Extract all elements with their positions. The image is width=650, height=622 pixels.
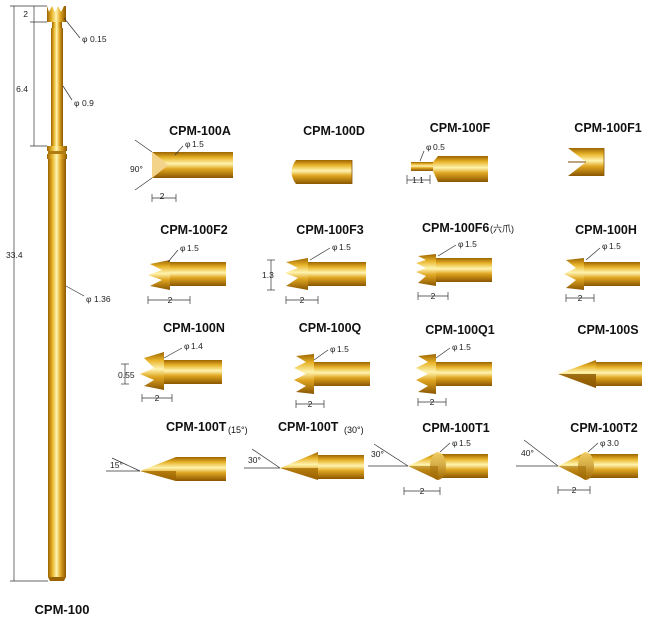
dim-diameter: 1.5 xyxy=(465,239,477,249)
tip-cpm-100f2: CPM-100F2 φ 1.5 2 xyxy=(147,223,228,305)
dim-phi-icon: φ xyxy=(82,34,88,44)
dim-diameter: 3.0 xyxy=(607,438,619,448)
dim-length: 2 xyxy=(572,485,577,495)
dim-length: 2 xyxy=(420,486,425,496)
dim-angle: 15° xyxy=(110,460,123,470)
dim-phi-icon: φ xyxy=(86,294,92,304)
dim-length: 2 xyxy=(430,397,435,407)
dim-angle: 90° xyxy=(130,164,143,174)
dim-phi-icon: φ xyxy=(332,242,338,252)
dim-head-length: 6.4 xyxy=(16,84,28,94)
tip-cpm-100f: CPM-100F φ 0.5 1.1 xyxy=(406,121,491,185)
dim-phi-icon: φ xyxy=(180,243,186,253)
tip-cpm-100t1: CPM-100T1 30° φ 1.5 2 xyxy=(368,421,490,496)
tip-title: CPM-100T2 xyxy=(570,421,637,435)
main-probe-label: CPM-100 xyxy=(35,602,90,617)
dim-diameter: 1.5 xyxy=(337,344,349,354)
dim-phi-icon: φ xyxy=(185,139,191,149)
dim-height: 1.3 xyxy=(262,270,274,280)
dim-length: 2 xyxy=(300,295,305,305)
tip-cpm-100t-30: CPM-100T (30°) 30° xyxy=(244,420,364,480)
tip-title: CPM-100F3 xyxy=(296,223,363,237)
tip-cpm-100f6: CPM-100F6 (六爪) φ 1.5 2 xyxy=(416,221,514,301)
dim-diameter: 1.5 xyxy=(459,438,471,448)
dim-diameter: 0.5 xyxy=(433,142,445,152)
dim-phi-icon: φ xyxy=(330,344,336,354)
tip-cpm-100q: CPM-100Q φ 1.5 2 xyxy=(294,321,370,409)
tip-cpm-100f1: CPM-100F1 xyxy=(568,121,642,176)
tip-cpm-100t2: CPM-100T2 40° φ 3.0 2 xyxy=(516,421,638,495)
dim-phi-icon: φ xyxy=(184,341,190,351)
tip-title: CPM-100Q1 xyxy=(425,323,495,337)
dim-phi-icon: φ xyxy=(458,239,464,249)
dim-angle: 30° xyxy=(371,449,384,459)
tip-title: CPM-100T xyxy=(278,420,339,434)
tip-title: CPM-100N xyxy=(163,321,225,335)
dim-length: 2 xyxy=(578,293,583,303)
dim-length: 1.1 xyxy=(412,175,424,185)
tip-subtitle: (15°) xyxy=(228,425,248,435)
dim-angle: 30° xyxy=(248,455,261,465)
main-probe: 2 6.4 33.4 φ 0.15 φ 0.9 φ 1.36 CPM-100 xyxy=(6,5,111,617)
dim-length: 2 xyxy=(155,393,160,403)
dim-phi-icon: φ xyxy=(452,342,458,352)
dim-diameter: 1.5 xyxy=(192,139,204,149)
tip-cpm-100s: CPM-100S xyxy=(558,323,642,388)
dim-phi-icon: φ xyxy=(452,438,458,448)
tip-cpm-100n: CPM-100N φ 1.4 0.55 2 xyxy=(118,321,225,403)
dim-diameter: 1.5 xyxy=(339,242,351,252)
dim-length: 2 xyxy=(168,295,173,305)
dim-height: 0.55 xyxy=(118,370,135,380)
tip-cpm-100d: CPM-100D xyxy=(291,124,365,184)
tip-title: CPM-100S xyxy=(577,323,638,337)
dim-total-length: 33.4 xyxy=(6,250,23,260)
dim-body-diameter: 1.36 xyxy=(94,294,111,304)
tip-title: CPM-100H xyxy=(575,223,637,237)
tip-title: CPM-100A xyxy=(169,124,231,138)
dim-phi-icon: φ xyxy=(602,241,608,251)
tip-title: CPM-100F6 xyxy=(422,221,489,235)
tip-subtitle: (六爪) xyxy=(490,223,514,234)
tip-title: CPM-100T xyxy=(166,420,227,434)
tip-cpm-100t-15: CPM-100T (15°) 15° xyxy=(106,420,248,481)
dim-length: 2 xyxy=(431,291,436,301)
tip-title: CPM-100D xyxy=(303,124,365,138)
tip-title: CPM-100T1 xyxy=(422,421,489,435)
dim-diameter: 1.5 xyxy=(187,243,199,253)
dim-phi-icon: φ xyxy=(426,142,432,152)
dim-phi-icon: φ xyxy=(74,98,80,108)
tip-title: CPM-100Q xyxy=(299,321,362,335)
tip-cpm-100a: CPM-100A 90° φ 1.5 2 xyxy=(130,124,233,202)
dim-length: 2 xyxy=(160,191,165,201)
dim-tip-diameter: 0.15 xyxy=(90,34,107,44)
dim-diameter: 1.5 xyxy=(609,241,621,251)
probe-barrel xyxy=(48,159,66,577)
tip-cpm-100f3: CPM-100F3 φ 1.5 1.3 2 xyxy=(262,223,366,305)
tip-title: CPM-100F xyxy=(430,121,491,135)
dim-diameter: 1.4 xyxy=(191,341,203,351)
tip-cpm-100q1: CPM-100Q1 φ 1.5 2 xyxy=(416,323,495,407)
dim-length: 2 xyxy=(308,399,313,409)
dim-tip-length: 2 xyxy=(23,9,28,19)
dim-angle: 40° xyxy=(521,448,534,458)
probe-crown-tip xyxy=(47,6,66,22)
dim-phi-icon: φ xyxy=(600,438,606,448)
tip-subtitle: (30°) xyxy=(344,425,364,435)
dim-head-diameter: 0.9 xyxy=(82,98,94,108)
tip-title: CPM-100F1 xyxy=(574,121,641,135)
dim-diameter: 1.5 xyxy=(459,342,471,352)
tip-title: CPM-100F2 xyxy=(160,223,227,237)
tip-cpm-100h: CPM-100H φ 1.5 2 xyxy=(564,223,640,303)
probe-plunger xyxy=(51,28,63,146)
